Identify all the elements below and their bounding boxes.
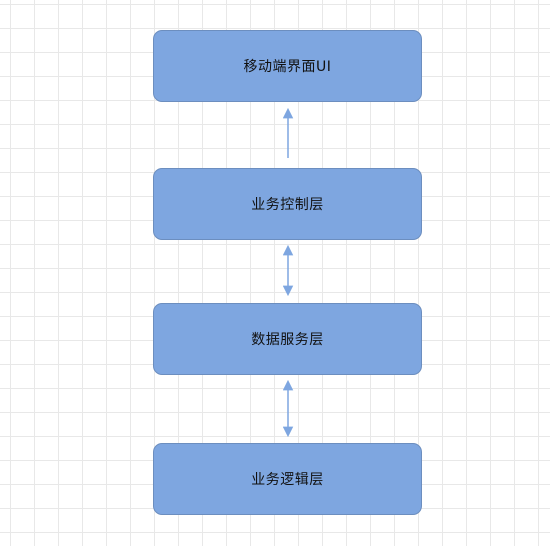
node-label-business-logic: 业务逻辑层 (251, 472, 324, 488)
node-business-logic[interactable]: 业务逻辑层 (153, 443, 422, 515)
node-mobile-ui[interactable]: 移动端界面UI (153, 30, 422, 102)
node-label-data-service: 数据服务层 (251, 332, 324, 348)
node-label-business-control: 业务控制层 (251, 197, 324, 213)
node-data-service[interactable]: 数据服务层 (153, 303, 422, 375)
node-business-control[interactable]: 业务控制层 (153, 168, 422, 240)
node-label-mobile-ui: 移动端界面UI (243, 59, 332, 75)
